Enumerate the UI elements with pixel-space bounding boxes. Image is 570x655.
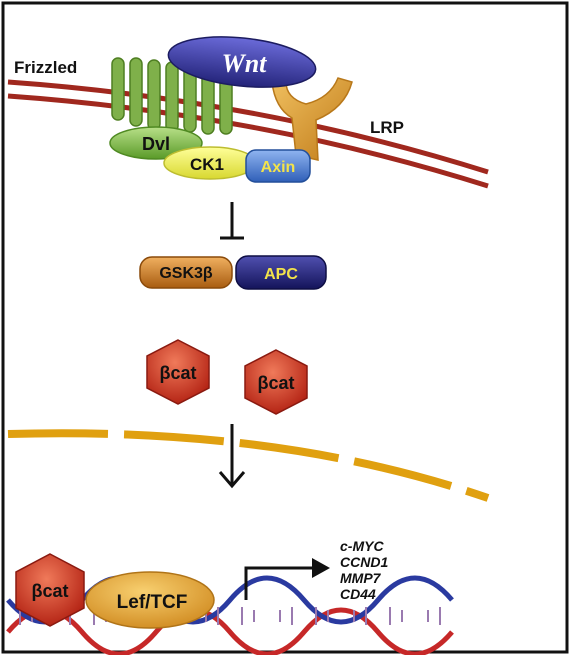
bcat-label-1: βcat [159, 363, 196, 383]
wnt-ligand: Wnt [167, 36, 317, 88]
target-gene: MMP7 [340, 570, 382, 586]
ck1-label: CK1 [190, 155, 224, 174]
apc-label: APC [264, 266, 298, 283]
nuclear-membrane [7, 429, 490, 502]
transcription-arrow [244, 558, 330, 600]
translocation-arrow [218, 424, 246, 489]
frizzled-label: Frizzled [14, 58, 77, 77]
lef-tcf-label: Lef/TCF [117, 592, 188, 613]
apc-protein: APC [235, 255, 327, 290]
target-gene: CD44 [340, 586, 376, 602]
gsk3b-label: GSK3β [159, 265, 213, 282]
axin-protein: Axin [245, 149, 311, 183]
bcat-label-2: βcat [257, 373, 294, 393]
frizzled-receptor [111, 57, 233, 135]
bcat-label-3: βcat [31, 581, 68, 601]
wnt-label: Wnt [222, 49, 268, 78]
plasma-membrane [7, 79, 489, 189]
beta-catenin-2: βcat [244, 349, 308, 415]
beta-catenin-1: βcat [146, 339, 210, 405]
target-gene: c-MYC [340, 538, 384, 554]
beta-catenin-nuclear: βcat [15, 553, 85, 627]
target-genes: c-MYC CCND1 MMP7 CD44 [340, 538, 388, 602]
lef-tcf-factor: Lef/TCF [85, 571, 215, 629]
ck1-protein: CK1 [163, 146, 257, 180]
inhibition-symbol [220, 202, 244, 240]
lrp-label: LRP [370, 118, 404, 137]
target-gene: CCND1 [340, 554, 388, 570]
gsk3b-protein: GSK3β [139, 256, 233, 289]
axin-label: Axin [261, 159, 296, 176]
lrp-receptor [271, 77, 353, 161]
dvl-label: Dvl [142, 134, 170, 154]
